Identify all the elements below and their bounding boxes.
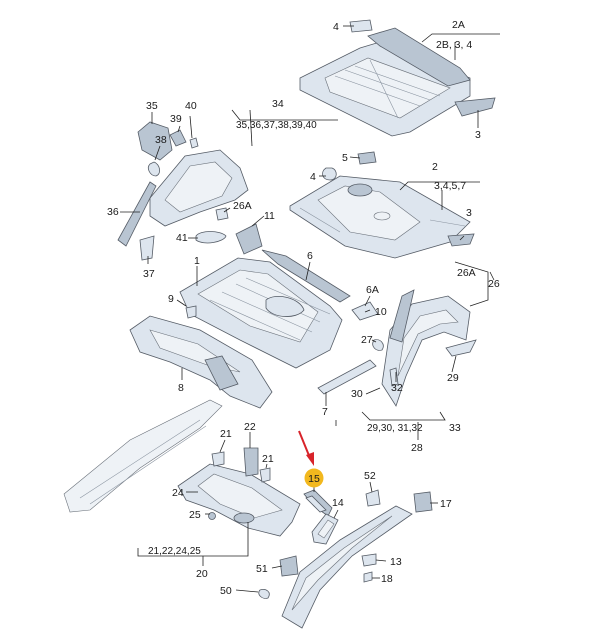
callout-14: 14 — [332, 497, 344, 509]
callout-labels: 4 2A 2B, 3, 4 3 35 40 39 38 34 35,36,37,… — [107, 19, 500, 597]
callout-26: 26 — [488, 278, 500, 290]
callout-41: 41 — [176, 232, 188, 244]
callout-33: 33 — [449, 422, 461, 434]
callout-22: 22 — [244, 421, 256, 433]
callout-34: 34 — [272, 98, 284, 110]
callout-17: 17 — [440, 498, 452, 510]
callout-13: 13 — [390, 556, 402, 568]
bracket-11[interactable] — [235, 223, 263, 255]
bracket-14[interactable] — [311, 513, 339, 545]
callout-26A-left: 26A — [233, 200, 252, 212]
highlight-badge-15[interactable]: 15 — [304, 468, 324, 488]
callout-3-mid: 3 — [466, 207, 472, 219]
reinforcement-6A[interactable] — [351, 301, 379, 321]
callout-4-mid: 4 — [310, 171, 316, 183]
callout-29: 29 — [447, 372, 459, 384]
callout-52: 52 — [364, 470, 376, 482]
part-15-highlighted[interactable] — [303, 489, 333, 517]
rear-floor-panel-2[interactable] — [289, 151, 475, 259]
callout-21-b: 21 — [262, 453, 274, 465]
callout-4-top: 4 — [333, 21, 339, 33]
callout-36: 36 — [107, 206, 119, 218]
pointer-arrow — [298, 430, 314, 466]
callout-24: 24 — [172, 487, 184, 499]
sill-7[interactable] — [317, 359, 377, 395]
longitudinal-member-left — [63, 399, 223, 513]
callout-3-top: 3 — [475, 129, 481, 141]
callout-20-sublist: 21,22,24,25 — [148, 546, 201, 557]
callout-2-sublist: 3,4,5,7 — [434, 180, 466, 192]
callout-51: 51 — [256, 563, 268, 575]
callout-38: 38 — [155, 134, 167, 146]
callout-10: 10 — [375, 306, 387, 318]
cross-member-20[interactable] — [177, 447, 301, 537]
callout-20: 20 — [196, 568, 208, 580]
longitudinal-member-right[interactable] — [258, 489, 433, 629]
callout-28: 28 — [411, 442, 423, 454]
callout-11: 11 — [264, 210, 275, 222]
callout-2A: 2A — [452, 19, 465, 31]
callout-5: 5 — [342, 152, 348, 164]
callout-1: 1 — [194, 255, 200, 267]
callout-35: 35 — [146, 100, 158, 112]
callout-37: 37 — [143, 268, 155, 280]
callout-39: 39 — [170, 113, 182, 125]
cross-member-8[interactable] — [129, 315, 273, 409]
floor-pan-1[interactable] — [179, 249, 351, 369]
callout-21-a: 21 — [220, 428, 232, 440]
callout-29-sublist: 29,30, 31,32 — [367, 423, 423, 434]
callout-2: 2 — [432, 161, 438, 173]
callout-25: 25 — [189, 509, 201, 521]
callout-6: 6 — [307, 250, 313, 262]
callout-27: 27 — [361, 334, 373, 346]
callout-40: 40 — [185, 100, 197, 112]
callout-50: 50 — [220, 585, 232, 597]
callout-18: 18 — [381, 573, 393, 585]
leader-lines — [120, 25, 500, 593]
wheel-arch-26[interactable] — [372, 289, 477, 407]
callout-32: 32 — [391, 382, 403, 394]
rear-floor-panel-2A[interactable] — [299, 19, 496, 137]
callout-9: 9 — [168, 293, 174, 305]
callout-7: 7 — [322, 406, 328, 418]
callout-6A: 6A — [366, 284, 379, 296]
callout-26A-right: 26A — [457, 267, 476, 279]
callout-2B: 2B, 3, 4 — [436, 39, 472, 51]
callout-34-sublist: 35,36,37,38,39,40 — [236, 120, 317, 131]
bracket-41[interactable] — [195, 231, 227, 244]
wheel-housing-assembly-34[interactable] — [117, 121, 249, 261]
callout-8: 8 — [178, 382, 184, 394]
callout-15: 15 — [308, 473, 320, 485]
callout-30: 30 — [351, 388, 363, 400]
